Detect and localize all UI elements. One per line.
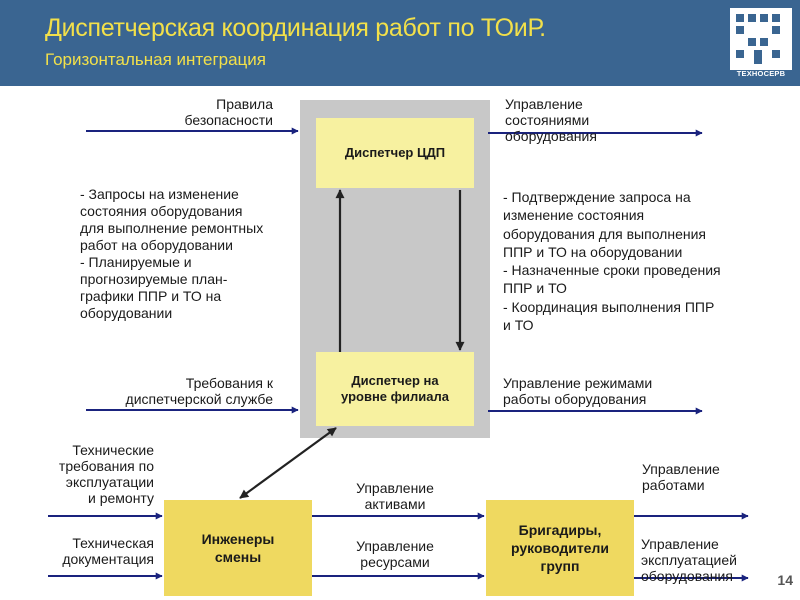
label-operation-mgmt: Управление эксплуатацией оборудования (641, 536, 761, 584)
label-line: ресурсами (360, 554, 430, 570)
slide-subtitle: Горизонтальная интеграция (45, 50, 266, 69)
label-line: графики ППР и ТО на (80, 288, 222, 304)
label-line: Техническая (72, 535, 154, 551)
slide-title: Диспетчерская координация работ по ТОиР. (45, 14, 546, 42)
label-line: эксплуатации (65, 474, 154, 490)
label-line: Управление (356, 538, 434, 554)
label-safety-rules: Правила безопасности (160, 96, 273, 128)
box-line: смены (214, 549, 262, 565)
box-line: Бригадиры, (518, 522, 602, 538)
label-operating-modes: Управление режимами работы оборудования (503, 375, 703, 407)
box-line: Диспетчер на (351, 373, 439, 388)
label-line: прогнозируемые план- (80, 271, 228, 287)
label-equipment-state: Управление состояниями оборудования (505, 96, 685, 144)
label-line: работы оборудования (503, 391, 647, 407)
box-line: Инженеры (201, 531, 275, 547)
logo-text: ТЕХНОСЕРВ (736, 69, 786, 78)
label-line: оборудовании (80, 305, 173, 321)
label-line: - Подтверждение запроса на (503, 189, 691, 205)
box-line: руководители (511, 540, 609, 556)
label-line: работами (642, 477, 705, 493)
label-line: работ на оборудовании (80, 237, 233, 253)
label-dispatch-requirements: Требования к диспетчерской службе (90, 375, 273, 407)
technoserv-logo (730, 8, 792, 80)
logo-grid-icon (730, 8, 792, 70)
label-line: для выполнение ремонтных (80, 220, 264, 236)
box-foremen-label: Бригадиры, руководители групп (511, 521, 609, 575)
label-line: - Запросы на изменение (80, 186, 239, 202)
label-line: состояниями (505, 112, 590, 128)
label-requests: - Запросы на изменение состояния оборудо… (80, 186, 296, 322)
label-line: документация (62, 551, 154, 567)
label-line: - Назначенные сроки проведения (503, 262, 721, 279)
label-line: активами (364, 496, 426, 512)
label-line: диспетчерской службе (125, 391, 273, 407)
arrow-engineers-branch (239, 427, 337, 499)
box-dispatcher-cdp: Диспетчер ЦДП (316, 118, 474, 188)
label-line: оборудования (641, 568, 733, 584)
label-line: Управление режимами (503, 375, 653, 391)
label-line: - Планируемые и (80, 254, 192, 270)
label-asset-mgmt: Управление активами (330, 480, 460, 512)
label-line: - Координация выполнения ППР (503, 298, 715, 315)
box-dispatcher-branch-label: Диспетчер на уровне филиала (341, 373, 449, 405)
label-line: эксплуатацией (641, 552, 737, 568)
label-line: Правила (216, 96, 273, 112)
box-dispatcher-branch: Диспетчер на уровне филиала (316, 352, 474, 426)
box-line: уровне филиала (341, 389, 449, 404)
header-bar (0, 0, 800, 86)
label-work-mgmt: Управление работами (642, 461, 762, 493)
label-line: ППР и ТО на оборудовании (503, 243, 683, 260)
box-shift-engineers: Инженеры смены (164, 500, 312, 596)
label-line: оборудования для выполнения (503, 225, 706, 242)
label-line: Требования к (185, 375, 273, 391)
label-line: и ремонту (88, 490, 154, 506)
label-line: безопасности (184, 112, 273, 128)
label-line: Технические (72, 442, 154, 458)
label-tech-docs: Техническая документация (34, 535, 154, 567)
label-line: Управление (356, 480, 434, 496)
label-confirmations: - Подтверждение запроса на изменение сос… (503, 188, 763, 334)
label-line: Управление (641, 536, 719, 552)
label-resource-mgmt: Управление ресурсами (330, 538, 460, 570)
label-line: изменение состояния (503, 207, 645, 224)
label-line: требования по (58, 458, 154, 474)
box-foremen: Бригадиры, руководители групп (486, 500, 634, 596)
label-line: состояния оборудования (80, 203, 243, 219)
box-dispatcher-cdp-label: Диспетчер ЦДП (344, 145, 446, 160)
label-line: оборудования (505, 128, 597, 144)
label-line: Управление (505, 96, 583, 112)
label-line: ППР и ТО (503, 280, 567, 297)
label-tech-requirements: Технические требования по эксплуатации и… (34, 442, 154, 506)
label-line: Управление (642, 461, 720, 477)
page-number: 14 (777, 572, 793, 588)
box-shift-engineers-label: Инженеры смены (202, 530, 275, 566)
box-line: групп (540, 558, 580, 574)
label-line: и ТО (503, 317, 534, 334)
